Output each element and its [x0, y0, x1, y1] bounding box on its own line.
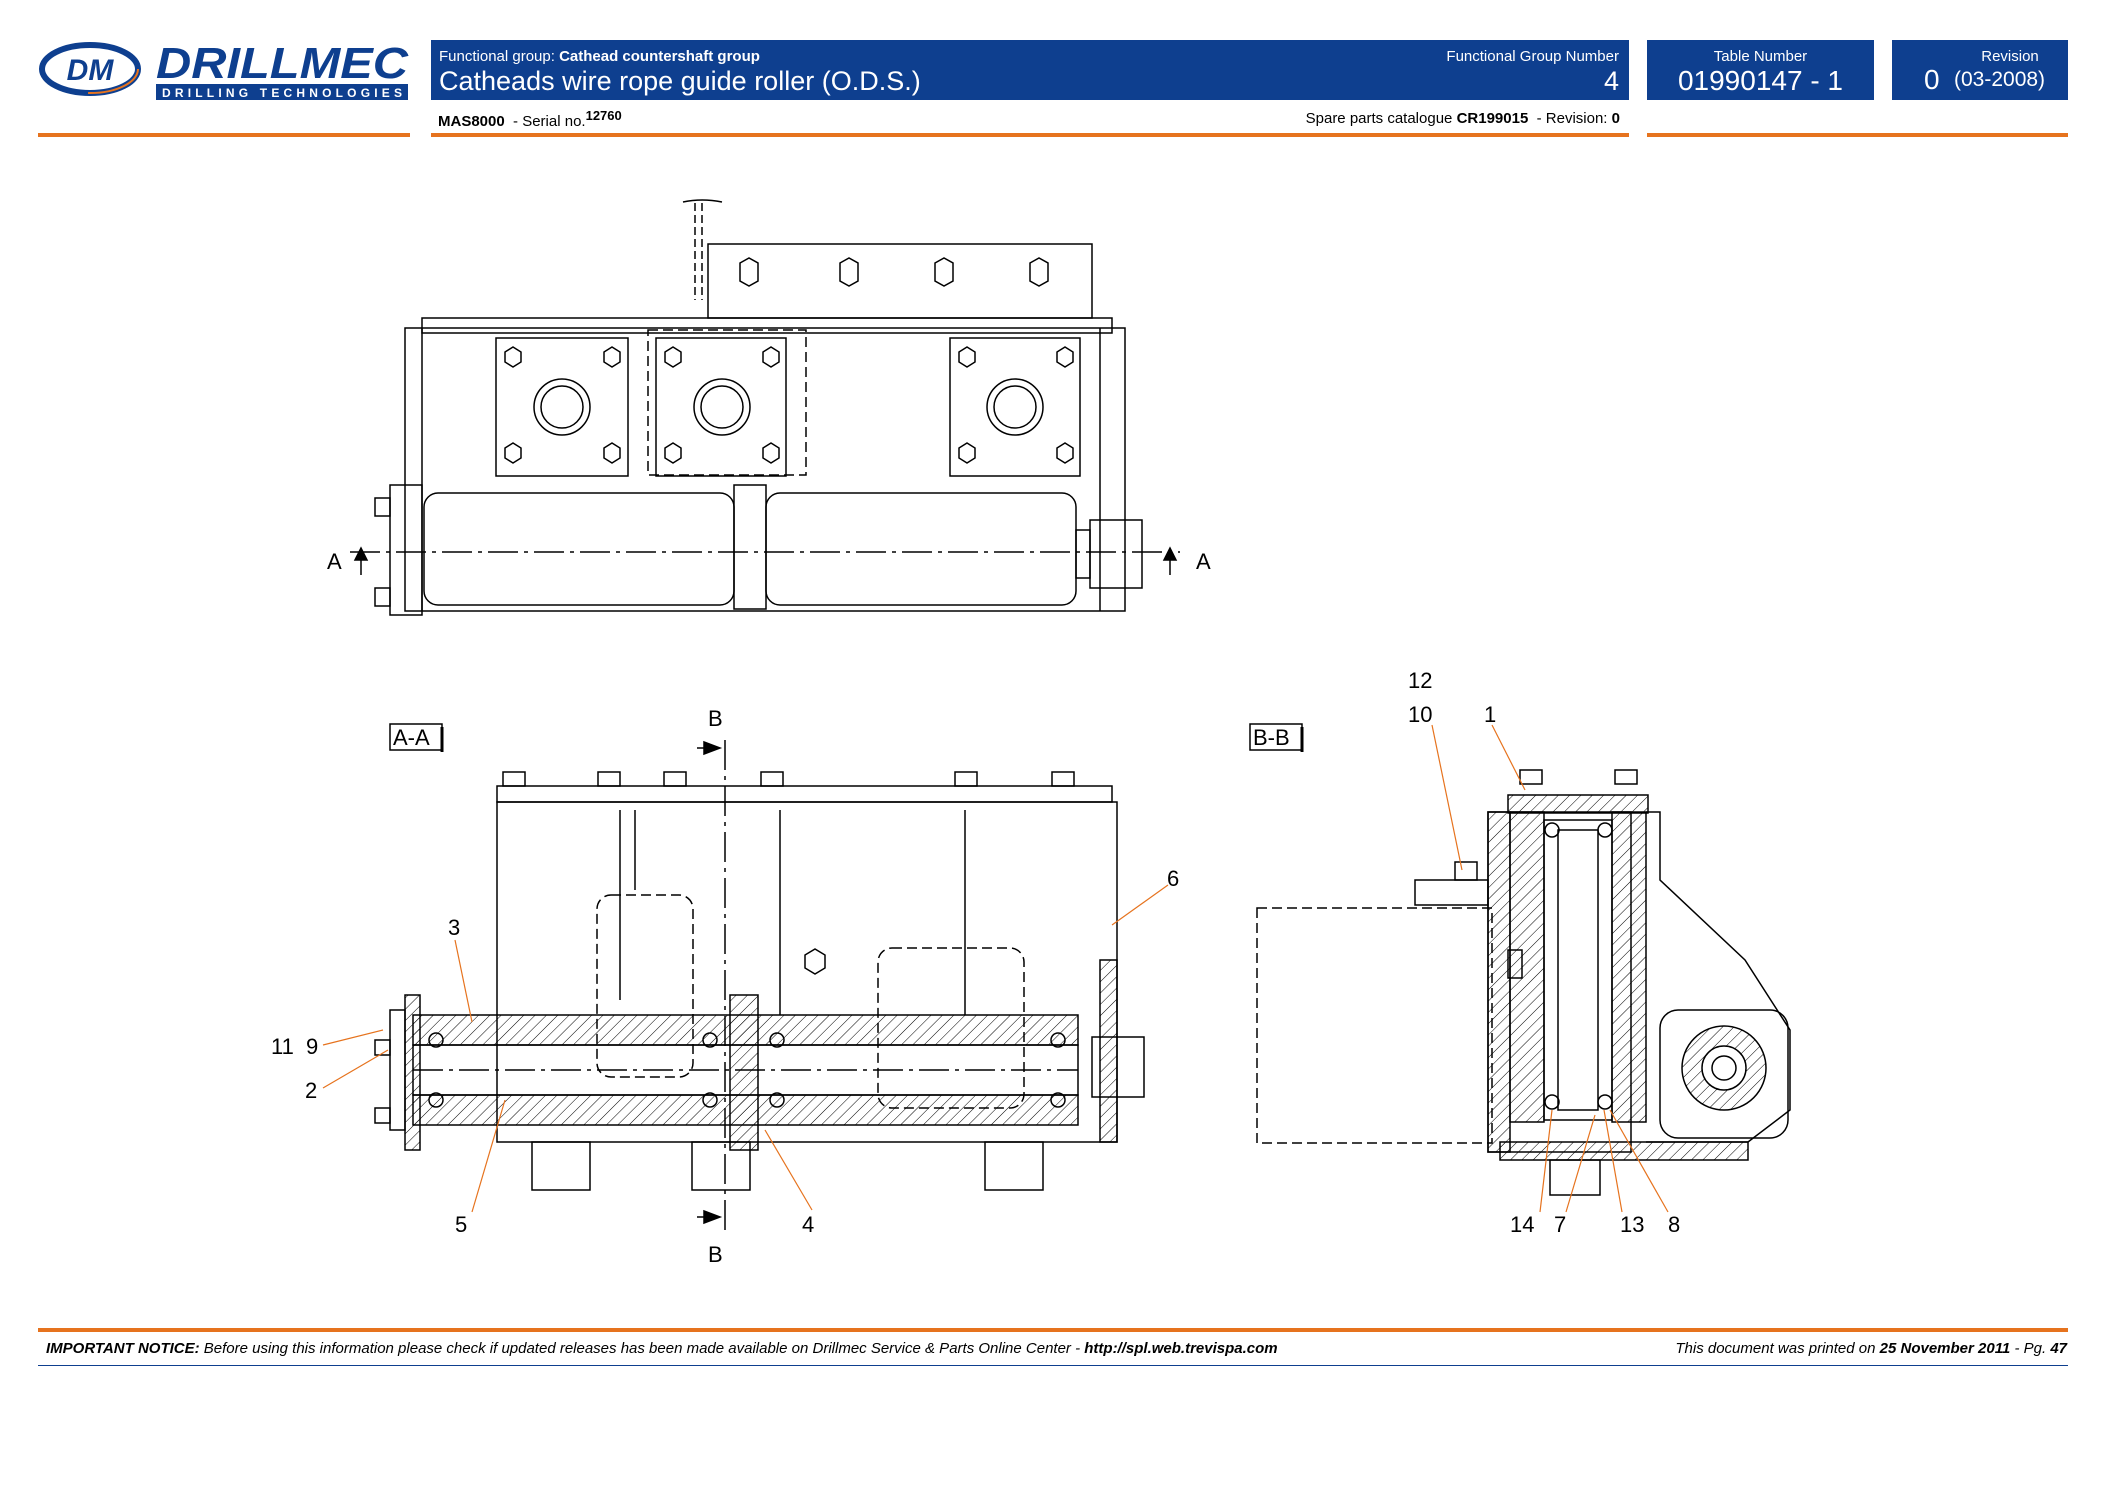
footer-bottom-rule [38, 1365, 2068, 1366]
callout-14: 14 [1510, 1212, 1534, 1237]
callout-13: 13 [1620, 1212, 1644, 1237]
online-center-link[interactable]: http://spl.web.trevispa.com [1084, 1340, 1278, 1357]
aa-top-bolts [502, 771, 1075, 787]
section-marker-b-bottom: B [708, 1242, 723, 1267]
footer-rule [38, 1328, 2068, 1332]
print-info: This document was printed on 25 November… [1675, 1340, 2067, 1357]
callout-9: 9 [306, 1034, 318, 1059]
svg-text:DM: DM [67, 54, 115, 87]
hex-nut-row [739, 257, 1049, 287]
header-rule-right [1647, 133, 2068, 137]
view-label-aa: A-A [393, 725, 430, 750]
top-view [350, 199, 1180, 616]
flange-plates [504, 346, 1074, 464]
svg-text:DRILLMEC: DRILLMEC [156, 39, 409, 88]
callout-10: 10 [1408, 702, 1432, 727]
callout-12: 12 [1408, 668, 1432, 693]
section-aa-view [374, 740, 1145, 1235]
section-marker-a-left: A [327, 549, 342, 574]
callout-4: 4 [802, 1212, 814, 1237]
functional-group-number: 4 [1603, 66, 1619, 96]
callout-8: 8 [1668, 1212, 1680, 1237]
functional-group-number-label: Functional Group Number [1446, 48, 1619, 65]
catalogue-info: Spare parts catalogue CR199015 - Revisio… [1305, 110, 1620, 127]
important-notice: IMPORTANT NOTICE: Before using this info… [46, 1340, 1278, 1357]
callout-leaders [322, 724, 1669, 1213]
callout-7: 7 [1554, 1212, 1566, 1237]
section-marker-b-top: B [708, 706, 723, 731]
table-number-box: Table Number 01990147 - 1 [1647, 40, 1874, 100]
revision-number: 0 [1924, 64, 1940, 95]
page-title: Catheads wire rope guide roller (O.D.S.) [439, 66, 921, 96]
view-label-bb: B-B [1253, 725, 1290, 750]
model-serial: MAS8000 - Serial no.12760 [438, 108, 622, 130]
callout-11: 11 [271, 1034, 294, 1059]
callout-6: 6 [1167, 866, 1179, 891]
revision-label: Revision [1981, 48, 2039, 65]
header-rule-left [38, 133, 410, 137]
revision-date: (03-2008) [1954, 68, 2046, 91]
callout-2: 2 [305, 1078, 317, 1103]
callout-3: 3 [448, 915, 460, 940]
table-number: 01990147 - 1 [1677, 65, 1844, 96]
functional-group-label: Functional group: Cathead countershaft g… [439, 48, 760, 65]
table-number-label: Table Number [1713, 48, 1808, 65]
section-marker-a-right: A [1196, 549, 1211, 574]
section-bb-view [1256, 769, 1791, 1196]
header-rule-middle [431, 133, 1629, 137]
callout-1: 1 [1484, 702, 1496, 727]
aa-bearings [428, 1032, 1066, 1108]
page-number: 47 [2050, 1340, 2067, 1357]
revision-box: Revision 0 (03-2008) [1892, 40, 2068, 100]
drillmec-logo: DM DRILLMEC DRILLING TECHNOLOGIES [38, 36, 410, 102]
functional-group-box: Functional group: Cathead countershaft g… [431, 40, 1629, 100]
callout-5: 5 [455, 1212, 467, 1237]
